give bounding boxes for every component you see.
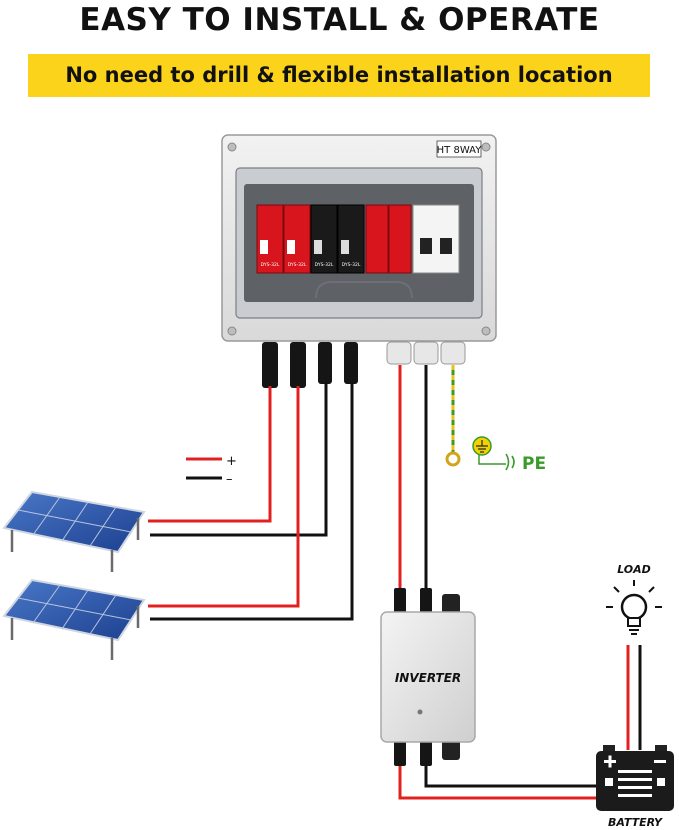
legend-positive: + [226,454,237,469]
breaker-label: DYS-32L [315,262,334,268]
ac-breaker [412,204,460,274]
positive-wire [398,760,600,800]
subtitle-banner: No need to drill & flexible installation… [28,54,650,97]
inverter [380,611,476,743]
breaker [283,204,311,274]
solar-panel-icon [2,578,146,660]
wiring [148,365,642,800]
model-label-box [436,140,482,158]
model-label: HT 8WAY [437,145,483,156]
inverter-connectors [394,588,460,766]
battery-label: BATTERY [608,816,663,829]
inverter-led [417,709,423,715]
ground-label: PE [522,454,546,474]
signal-arc [511,455,515,469]
solar-panel-icon [2,490,146,572]
negative-wire [424,760,600,788]
dc-connectors [262,342,358,388]
subtitle-text: No need to drill & flexible installation… [65,63,613,87]
load-label: LOAD [617,563,651,576]
light-bulb-icon [606,580,662,635]
signal-arc [505,453,510,471]
combiner-box: DYS-32L DYS-32L DYS-32L DYS-32L HT 8WAY [221,134,497,342]
negative-wire [150,382,328,537]
ground-symbol-icon [472,436,492,456]
breaker-label: DYS-32L [288,262,307,268]
breaker [310,204,338,274]
legend-negative: – [226,472,233,487]
page-title: EASY TO INSTALL & OPERATE [79,2,600,38]
cable-glands [386,341,466,365]
wire-legend: + – [186,454,237,487]
inverter-label: INVERTER [395,671,461,685]
positive-wire [148,386,272,523]
breaker [337,204,365,274]
breaker [256,204,284,274]
negative-wire [150,382,354,621]
cover-latch [315,281,413,299]
surge-protector [388,204,412,274]
breaker-label: DYS-32L [342,262,361,268]
breaker-label: DYS-32L [261,262,280,268]
battery-icon [596,745,674,811]
surge-protector [365,204,389,274]
positive-wire [148,386,300,608]
